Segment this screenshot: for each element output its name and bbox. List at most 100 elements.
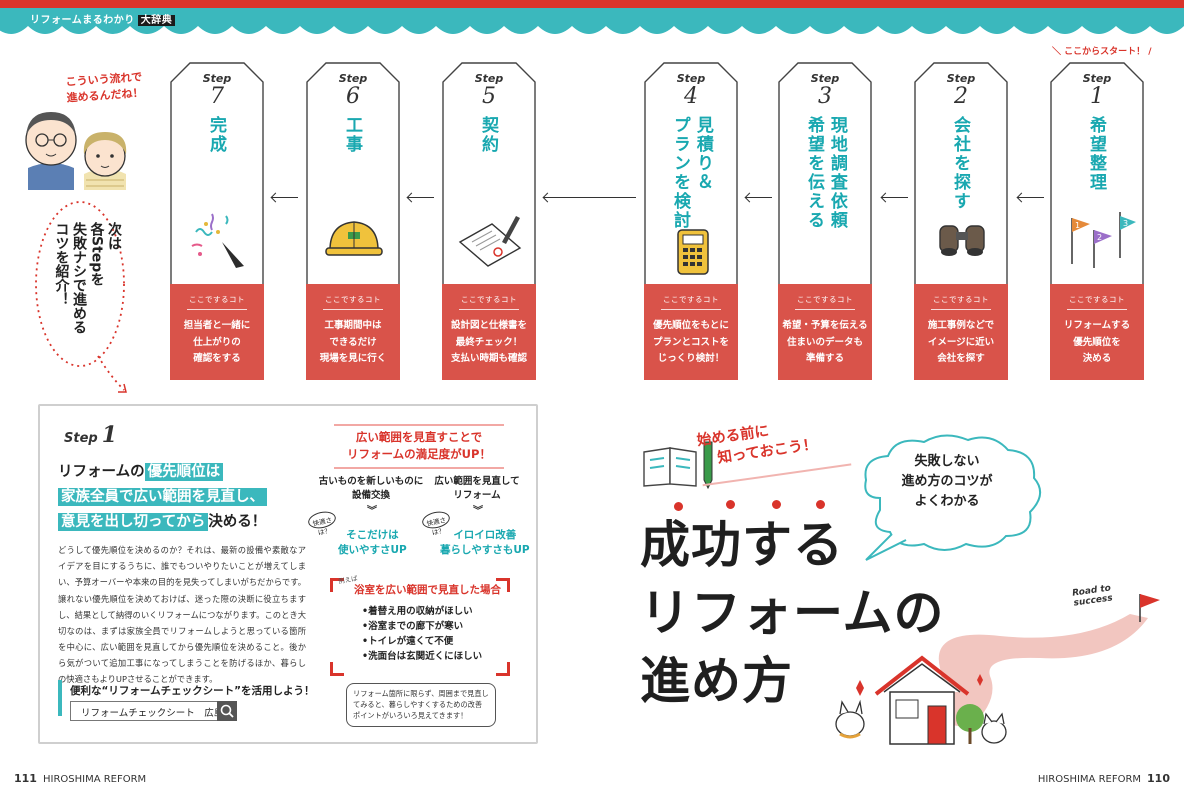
compare-title-line: リフォームの満足度がUP！	[347, 447, 491, 462]
search-icon	[220, 704, 234, 718]
dotted-speech-bubble	[35, 201, 127, 393]
step-number: 7	[210, 84, 224, 109]
frame-corner	[330, 662, 344, 676]
cloud-line: 失敗しない	[914, 454, 980, 469]
calculator-icon	[677, 229, 709, 275]
top-red-band	[0, 0, 1184, 8]
desc-line: 施工事例などで	[927, 320, 995, 331]
koto-label: ここでするコト	[325, 295, 381, 304]
title-line: 見積り＆	[692, 116, 713, 192]
frame-corner	[330, 578, 344, 592]
step-title: 会社を探す	[949, 116, 970, 211]
compare-line: 古いものを新しいものに	[318, 476, 424, 487]
step-description: リフォームする 優先順位を 決める	[1050, 318, 1144, 368]
dotted-bubble-text: 次は 各Stepを 失敗ナシで進める コツを紹介！	[52, 222, 123, 372]
flow-arrow	[408, 197, 434, 198]
koto-divider	[459, 309, 519, 310]
result-line: 使いやすさUP	[338, 543, 407, 556]
result-line: イロイロ改善	[453, 529, 517, 541]
step-card-footer: ここでするコト リフォームする 優先順位を 決める	[1050, 284, 1144, 380]
book-pencil-icon	[643, 441, 713, 490]
result-line: そこだけは	[346, 529, 399, 541]
search-button[interactable]	[217, 701, 237, 721]
step-card-4: Step 4 見積り＆プランを検討 ここでするコト 優先順位をもとに プランとコ…	[644, 62, 738, 380]
step-label: Step	[676, 72, 706, 85]
step-number: 2	[954, 84, 968, 109]
step-card-7: Step 7 完成 ここでするコト 担当者と一緒に 仕上がりの 確認をする	[170, 62, 264, 380]
koto-divider	[323, 309, 383, 310]
bath-item: •着替え用の収納がほしい	[362, 606, 473, 617]
step-title: 完成	[205, 116, 226, 154]
binoculars-icon	[939, 225, 985, 256]
desc-line: 希望・予算を伝える	[782, 320, 868, 331]
bubble-line: コツを紹介！	[53, 222, 70, 306]
cloud-line: よくわかる	[914, 494, 980, 510]
desc-line: 優先順位をもとに	[653, 320, 729, 331]
headline-highlight: 意見を出し切ってから	[58, 513, 209, 531]
compare-right-result: イロイロ改善 暮らしやすさもUP	[440, 528, 530, 557]
start-note: ＼ ここからスタート！ /	[1052, 47, 1152, 57]
compare-title-line: 広い範囲を見直すことで	[355, 430, 483, 444]
couple-illustration	[25, 112, 127, 190]
step-card-2: Step 2 会社を探す ここでするコト 施工事例などで イメージに近い 会社を…	[914, 62, 1008, 380]
compare-left-head: 古いものを新しいものに 設備交換 ︾	[316, 475, 426, 519]
step-number: 3	[818, 84, 832, 109]
koto-label: ここでするコト	[933, 295, 989, 304]
step-description: 工事期間中は できるだけ 現場を見に行く	[306, 318, 400, 368]
step-description: 優先順位をもとに プランとコストを じっくり検討！	[644, 318, 738, 368]
cloud-speech-bubble	[864, 434, 1041, 561]
page-number-left: 111	[14, 772, 37, 785]
step-title: 見積り＆プランを検討	[668, 116, 714, 230]
koto-divider	[931, 309, 991, 310]
step-card-1: Step 1 希望整理 1 2 3 ここでするコト リフォームする 優先順位を …	[1050, 62, 1144, 380]
step-card-3: Step 3 現地調査依頼希望を伝える ここでするコト 希望・予算を伝える 住ま…	[778, 62, 872, 380]
step-number: 1	[1090, 84, 1104, 109]
search-input[interactable]: リフォームチェックシート 広島	[70, 701, 223, 721]
flow-arrow	[1018, 197, 1044, 198]
koto-label: ここでするコト	[189, 295, 245, 304]
step-title: 契約	[477, 116, 498, 154]
step-card-6: Step 6 工事 ここでするコト 工事期間中は できるだけ 現場を見に行く	[306, 62, 400, 380]
road-house-illustration	[835, 594, 1160, 745]
headline-highlight: 家族全員で広い範囲を見直し、	[58, 488, 267, 506]
big-title-line-3: 進め方	[640, 652, 793, 710]
compare-left-result: そこだけは 使いやすさUP	[338, 528, 407, 557]
frame-corner	[496, 578, 510, 592]
step-card-5: Step 5 契約 ここでするコト 設計図と仕様書を 最終チェック！ 支払い時期…	[442, 62, 536, 380]
desc-line: できるだけ	[329, 336, 377, 348]
emphasis-dot	[726, 500, 735, 509]
headline-line-3: 意見を出し切ってから決める！	[58, 510, 266, 531]
emphasis-dot	[772, 500, 781, 509]
headline-line-1: リフォームの優先順位は	[58, 460, 224, 481]
title-line: 現地調査依頼	[826, 116, 847, 230]
flow-arrow	[544, 197, 636, 198]
step-label: Step	[338, 72, 368, 85]
desc-line: じっくり検討！	[657, 353, 725, 365]
desc-line: 優先順位を	[1073, 336, 1121, 348]
desc-line: 確認をする	[193, 353, 241, 365]
koto-divider	[187, 309, 247, 310]
emphasis-dot	[816, 500, 825, 509]
tip-accent-bar	[58, 680, 62, 716]
headline-line-2: 家族全員で広い範囲を見直し、	[58, 485, 267, 506]
step-card-footer: ここでするコト 担当者と一緒に 仕上がりの 確認をする	[170, 284, 264, 380]
bubble-line: 次は	[106, 222, 122, 250]
cloud-line: 進め方のコツが	[901, 474, 993, 490]
bath-item: •浴室までの廊下が寒い	[362, 621, 464, 632]
step-label: Step	[202, 72, 232, 85]
desc-line: 会社を探す	[937, 353, 985, 365]
big-title-line-2: リフォームの	[640, 584, 945, 642]
bath-item: •トイレが遠くて不便	[362, 636, 454, 647]
tip-label: 便利な“リフォームチェックシート”を活用しよう！	[70, 685, 315, 697]
headline-text: 決める！	[208, 514, 267, 530]
step1-detail-panel	[38, 404, 538, 744]
step-description: 施工事例などで イメージに近い 会社を探す	[914, 318, 1008, 368]
compare-line: 広い範囲を見直して	[434, 476, 520, 487]
flow-arrow	[272, 197, 298, 198]
step-card-footer: ここでするコト 施工事例などで イメージに近い 会社を探す	[914, 284, 1008, 380]
step-number: 4	[684, 84, 698, 109]
koto-divider	[1067, 309, 1127, 310]
scalloped-header-band	[0, 8, 1184, 34]
